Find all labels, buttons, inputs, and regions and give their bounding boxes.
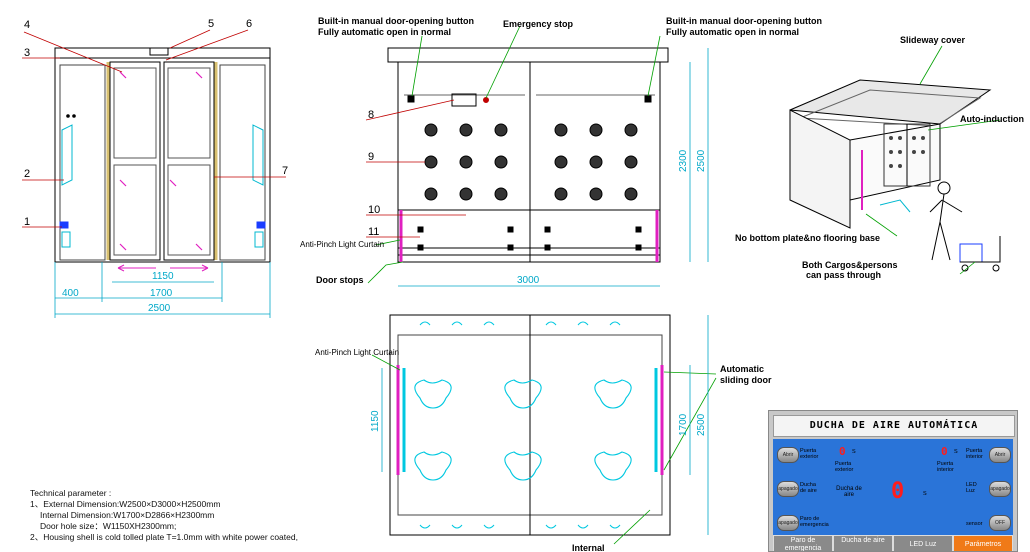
tab-paro-de-emergencia[interactable]: Paro de emergencia (773, 535, 833, 551)
label-puerta-interior-2: Puerta interior (937, 461, 954, 473)
label-anti-pinch-2: Anti-Pinch Light Curtain (315, 348, 399, 357)
abrir-interior-button[interactable]: Abrir (989, 447, 1011, 463)
center-timer-unit: S (923, 491, 927, 497)
front-callouts: 1 2 3 4 5 6 7 (24, 18, 288, 228)
label-both-cargos-1: Both Cargos&persons (802, 260, 898, 270)
callout-6: 6 (246, 18, 252, 30)
panel-title: DUCHA DE AIRE AUTOMÁTICA (773, 415, 1015, 437)
section-view (365, 25, 709, 287)
dim-inner-width: 1700 (150, 288, 173, 299)
front-frame (54, 47, 271, 263)
dim-plan-left: 1150 (370, 410, 381, 432)
dim-door-width: 1150 (152, 271, 174, 282)
callout-9: 9 (368, 151, 374, 163)
front-door-left (109, 61, 161, 261)
sensor-off-button[interactable]: OFF (989, 515, 1011, 531)
front-top-band (54, 47, 271, 59)
tab-led-luz[interactable]: LED Luz (893, 535, 953, 551)
label-internal: Internal (572, 543, 605, 552)
label-automatic-2: sliding door (720, 375, 772, 385)
iso-view (789, 45, 1001, 275)
label-both-cargos-2: can pass through (806, 270, 881, 280)
label-led-luz: LED Luz (966, 482, 977, 494)
tech-line-3: Door hole size：W1150XH2300mm; (40, 521, 177, 531)
center-timer-value: 0 (891, 479, 905, 504)
front-door-right (163, 61, 215, 261)
ducha-apagado-button[interactable]: apagado (777, 481, 799, 497)
control-panel: DUCHA DE AIRE AUTOMÁTICA Abrir Puerta ex… (768, 410, 1018, 552)
exterior-timer-value: 0 (839, 445, 846, 458)
callout-2: 2 (24, 168, 30, 180)
dim-section-height-inner: 2300 (678, 149, 689, 172)
tab-parametros[interactable]: Parámetros (953, 535, 1013, 551)
label-puerta-interior: Puerta interior (966, 448, 983, 460)
label-button-left-1: Built-in manual door-opening button (318, 16, 474, 26)
label-auto-induction: Auto-induction (960, 114, 1024, 124)
callout-8: 8 (368, 109, 374, 121)
center-label-ducha: Ducha de aire (836, 486, 862, 498)
callout-3: 3 (24, 47, 30, 59)
label-no-bottom-plate: No bottom plate&no flooring base (735, 233, 880, 243)
front-dimensions: 1150 1700 400 2500 (62, 271, 174, 314)
label-button-left-2: Fully automatic open in normal (318, 27, 451, 37)
dim-plan-right-total: 2500 (696, 413, 707, 436)
dim-section-width: 3000 (517, 275, 540, 286)
section-top-band (387, 47, 669, 63)
technical-parameters: Technical parameter : 1、External Dimensi… (30, 488, 370, 543)
interior-timer-value: 0 (941, 445, 948, 458)
label-paro-de-emergencia: Paro de emergencia (800, 516, 829, 528)
abrir-exterior-button[interactable]: Abrir (777, 447, 799, 463)
callout-7: 7 (282, 165, 288, 177)
tech-line-2: Internal Dimension:W1700×D2866×H2300mm (40, 510, 215, 520)
section-callouts: 8 9 10 11 Built-in manual door-opening b… (300, 16, 822, 286)
front-elevation (22, 29, 286, 318)
iso-labels: Slideway cover Auto-induction No bottom … (735, 35, 1024, 280)
callout-11: 11 (368, 226, 379, 238)
tab-ducha-de-aire[interactable]: Ducha de aire (833, 535, 893, 551)
panel-tab-bar: Paro de emergencia Ducha de aire LED Luz… (773, 535, 1013, 551)
panel-screen: Abrir Puerta exterior 0 S Puerta exterio… (773, 439, 1013, 535)
dim-side-width: 400 (62, 288, 79, 299)
callout-1: 1 (24, 216, 30, 228)
paro-apagado-button[interactable]: apagado (777, 515, 799, 531)
label-puerta-exterior-2: Puerta exterior (835, 461, 854, 473)
tech-line-4: 2、Housing shell is cold tolled plate T=1… (30, 532, 298, 542)
interior-timer-unit: S (954, 449, 958, 455)
label-button-right-1: Built-in manual door-opening button (666, 16, 822, 26)
led-apagado-button[interactable]: apagado (989, 481, 1011, 497)
label-emergency-stop: Emergency stop (503, 19, 574, 29)
plan-labels: Anti-Pinch Light Curtain Automatic slidi… (315, 348, 772, 552)
label-anti-pinch-1: Anti-Pinch Light Curtain (300, 240, 384, 249)
dim-plan-right-inner: 1700 (678, 413, 689, 436)
tech-title: Technical parameter : (30, 488, 112, 498)
plan-view (371, 314, 717, 545)
label-automatic-1: Automatic (720, 364, 764, 374)
label-puerta-exterior: Puerta exterior (800, 448, 819, 460)
tech-line-1: 1、External Dimension:W2500×D3000×H2500mm (30, 499, 221, 509)
label-sensor: sensor (966, 521, 983, 527)
dim-total-width: 2500 (148, 303, 171, 314)
callout-10: 10 (368, 204, 380, 216)
callout-4: 4 (24, 19, 30, 31)
dim-section-height-total: 2500 (696, 149, 707, 172)
label-ducha-de-aire: Ducha de aire (800, 482, 817, 494)
front-label-plate (149, 47, 169, 56)
label-slideway-cover: Slideway cover (900, 35, 966, 45)
label-door-stops: Door stops (316, 275, 364, 285)
exterior-timer-unit: S (852, 449, 856, 455)
callout-5: 5 (208, 18, 214, 30)
label-button-right-2: Fully automatic open in normal (666, 27, 799, 37)
